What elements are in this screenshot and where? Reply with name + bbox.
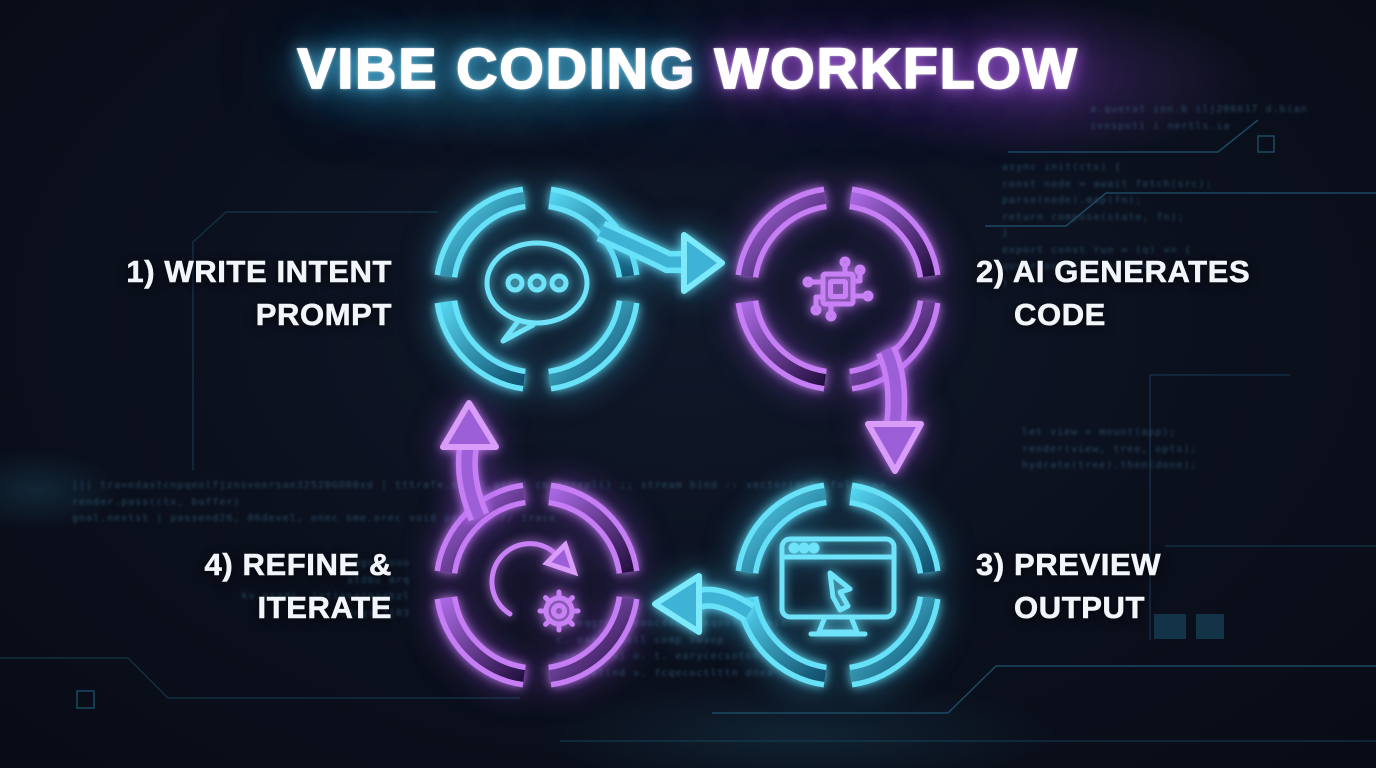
title-left-segment: VIBE CODING xyxy=(296,36,697,102)
step3-label-line2: OUTPUT xyxy=(1014,590,1146,626)
refresh-gear-icon xyxy=(489,540,581,633)
arrow-step3-to-step4 xyxy=(652,573,755,635)
browser-preview-icon xyxy=(779,536,897,637)
step2-label: 2) AI GENERATES CODE xyxy=(976,250,1250,336)
step2-label-line1: 2) AI GENERATES xyxy=(976,254,1251,290)
page-title: VIBE CODING WORKFLOW xyxy=(0,36,1376,102)
arrow-step2-to-step3 xyxy=(865,345,924,474)
arrow-step4-to-step1 xyxy=(440,400,499,522)
step1-label-line2: PROMPT xyxy=(255,297,392,333)
speech-bubble-icon xyxy=(484,240,590,344)
step2-ring xyxy=(747,198,929,380)
title-right-segment: WORKFLOW xyxy=(714,36,1079,102)
ai-brain-chip-icon xyxy=(784,242,892,330)
step1-label-line1: 1) WRITE INTENT xyxy=(126,254,392,290)
step4-label-line2: ITERATE xyxy=(257,590,392,626)
step3-label: 3) PREVIEW OUTPUT xyxy=(976,543,1161,629)
gear-icon xyxy=(537,589,581,633)
step2-label-line2: CODE xyxy=(1014,297,1106,333)
step3-label-line1: 3) PREVIEW xyxy=(976,547,1162,583)
step4-ring xyxy=(446,494,628,676)
step4-label: 4) REFINE & ITERATE xyxy=(204,543,392,629)
cursor-arrow-icon xyxy=(827,570,853,613)
step4-label-line1: 4) REFINE & xyxy=(204,547,392,583)
step1-label: 1) WRITE INTENT PROMPT xyxy=(126,250,392,336)
step3-ring xyxy=(747,494,929,676)
arrow-step1-to-step2 xyxy=(596,220,725,294)
refresh-arrowhead xyxy=(542,540,579,577)
